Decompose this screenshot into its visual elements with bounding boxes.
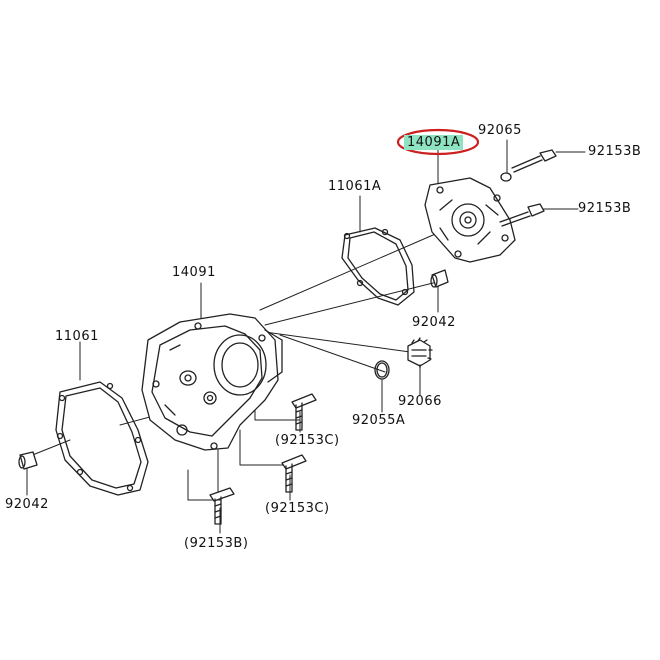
highlight-ring (396, 128, 480, 156)
gear-92066 (407, 337, 433, 369)
bolt-92153b-bottom (209, 487, 235, 525)
label-92153b-bottom: (92153B) (184, 536, 249, 551)
bolt-92153c-lower (281, 454, 307, 493)
label-92153b-top: 92153B (588, 144, 642, 159)
label-92153c-upper: (92153C) (275, 433, 340, 448)
bolt-92153c-upper (291, 393, 317, 431)
label-92066: 92066 (398, 394, 442, 409)
dowel-92042-left (18, 451, 38, 470)
oring-92055a (374, 360, 390, 380)
label-92055a: 92055A (352, 413, 406, 428)
label-92042-left: 92042 (5, 497, 49, 512)
label-11061a: 11061A (328, 179, 382, 194)
label-92153b-mid: 92153B (578, 201, 632, 216)
leader-lines (26, 139, 586, 534)
label-92042-right: 92042 (412, 315, 456, 330)
label-14091a: 14091A (404, 135, 464, 150)
washer-92065 (500, 172, 512, 182)
bolt-92153b-mid (499, 203, 545, 227)
gasket-11061 (55, 381, 149, 496)
label-92065: 92065 (478, 123, 522, 138)
label-11061: 11061 (55, 329, 99, 344)
bolt-92153b-top (511, 149, 557, 173)
cover-14091 (141, 313, 283, 451)
cover-14091a (424, 177, 516, 263)
label-92153c-lower: (92153C) (265, 501, 330, 516)
label-14091: 14091 (172, 265, 216, 280)
gasket-11061a (341, 227, 415, 306)
dowel-92042-right (430, 269, 449, 288)
